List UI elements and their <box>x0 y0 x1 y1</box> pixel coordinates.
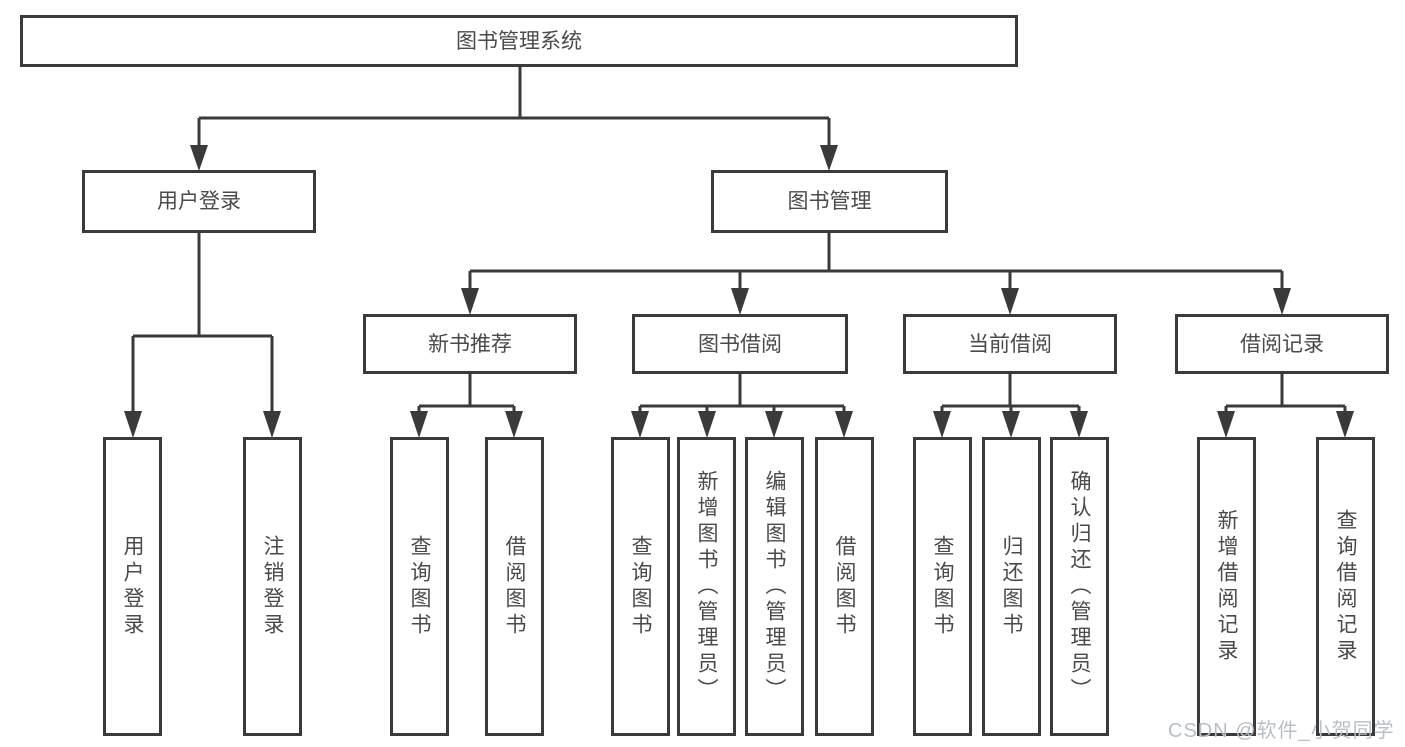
leaf-logout: 注销登录 <box>243 437 302 736</box>
leaf-borrowing-borrow-books: 借阅图书 <box>815 437 874 736</box>
node-borrow-records: 借阅记录 <box>1175 314 1389 374</box>
node-root-system: 图书管理系统 <box>20 15 1018 67</box>
leaf-current-query-books: 查询图书 <box>913 437 972 736</box>
leaf-borrowing-query-books-label: 查询图书 <box>629 534 652 639</box>
node-book-management-label: 图书管理 <box>787 190 872 213</box>
leaf-borrowing-add-books-admin: 新增图书（管理员） <box>677 437 736 736</box>
node-borrow-records-label: 借阅记录 <box>1240 332 1324 356</box>
leaf-user-login-label: 用户登录 <box>121 534 144 639</box>
leaf-records-add-record: 新增借阅记录 <box>1197 437 1256 736</box>
node-book-borrowing: 图书借阅 <box>632 314 848 374</box>
leaf-user-login: 用户登录 <box>103 437 162 736</box>
node-user-login-label: 用户登录 <box>157 190 241 213</box>
node-root-system-label: 图书管理系统 <box>456 29 582 53</box>
csdn-watermark: CSDN @软件_小贺同学 <box>1168 720 1395 742</box>
leaf-newbooks-borrow-books-label: 借阅图书 <box>503 534 526 639</box>
node-new-book-recommend: 新书推荐 <box>363 314 577 374</box>
leaf-current-query-books-label: 查询图书 <box>931 534 954 639</box>
leaf-borrowing-query-books: 查询图书 <box>611 437 670 736</box>
leaf-newbooks-query-books-label: 查询图书 <box>408 534 431 639</box>
leaf-newbooks-query-books: 查询图书 <box>390 437 449 736</box>
node-user-login: 用户登录 <box>82 170 316 233</box>
leaf-current-confirm-return-admin: 确认归还（管理员） <box>1050 437 1109 736</box>
node-book-borrowing-label: 图书借阅 <box>698 332 782 356</box>
leaf-records-add-record-label: 新增借阅记录 <box>1215 508 1238 665</box>
leaf-records-query-record-label: 查询借阅记录 <box>1334 508 1357 665</box>
leaf-newbooks-borrow-books: 借阅图书 <box>485 437 544 736</box>
leaf-borrowing-add-books-admin-label: 新增图书（管理员） <box>695 469 718 704</box>
leaf-current-return-books: 归还图书 <box>982 437 1041 736</box>
leaf-current-return-books-label: 归还图书 <box>1000 534 1023 639</box>
node-current-borrowing: 当前借阅 <box>903 314 1117 374</box>
leaf-records-query-record: 查询借阅记录 <box>1316 437 1375 736</box>
leaf-current-confirm-return-admin-label: 确认归还（管理员） <box>1068 469 1091 704</box>
arrowheads <box>124 145 1354 438</box>
node-current-borrowing-label: 当前借阅 <box>968 332 1052 356</box>
leaf-borrowing-borrow-books-label: 借阅图书 <box>833 534 856 639</box>
leaf-borrowing-edit-books-admin-label: 编辑图书（管理员） <box>763 469 786 704</box>
node-new-book-recommend-label: 新书推荐 <box>428 332 512 356</box>
leaf-borrowing-edit-books-admin: 编辑图书（管理员） <box>745 437 804 736</box>
node-book-management: 图书管理 <box>711 170 948 233</box>
leaf-logout-label: 注销登录 <box>261 534 284 639</box>
